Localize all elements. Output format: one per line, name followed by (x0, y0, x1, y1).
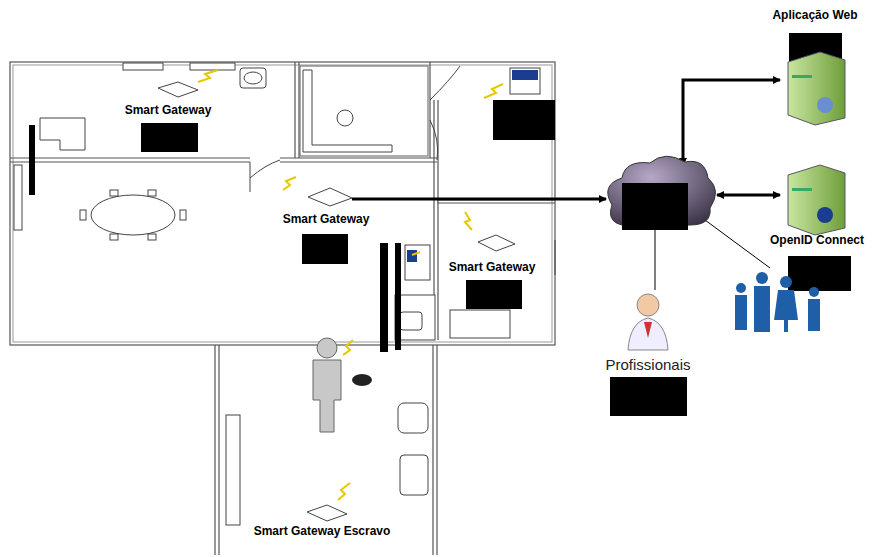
label-text: Smart Gateway (449, 261, 536, 275)
gateway-label: Smart Gateway (281, 213, 372, 227)
label-text: Profissionais (605, 356, 690, 373)
label-text: Smart Gateway (283, 213, 370, 227)
label-text: Smart Gateway Escravo (254, 525, 391, 539)
gateway-label: Smart Gateway Escravo (252, 525, 393, 539)
label-text: Smart Gateway (125, 104, 212, 118)
gateway-label: Smart Gateway (123, 104, 214, 118)
label-text: Aplicação Web (772, 9, 857, 23)
label-text: OpenID Connect (770, 234, 864, 248)
server-label: OpenID Connect (768, 234, 866, 248)
role-label: Profissionais (603, 356, 692, 373)
app-label: Aplicação Web (770, 9, 859, 23)
gateway-label: Smart Gateway (447, 261, 538, 275)
